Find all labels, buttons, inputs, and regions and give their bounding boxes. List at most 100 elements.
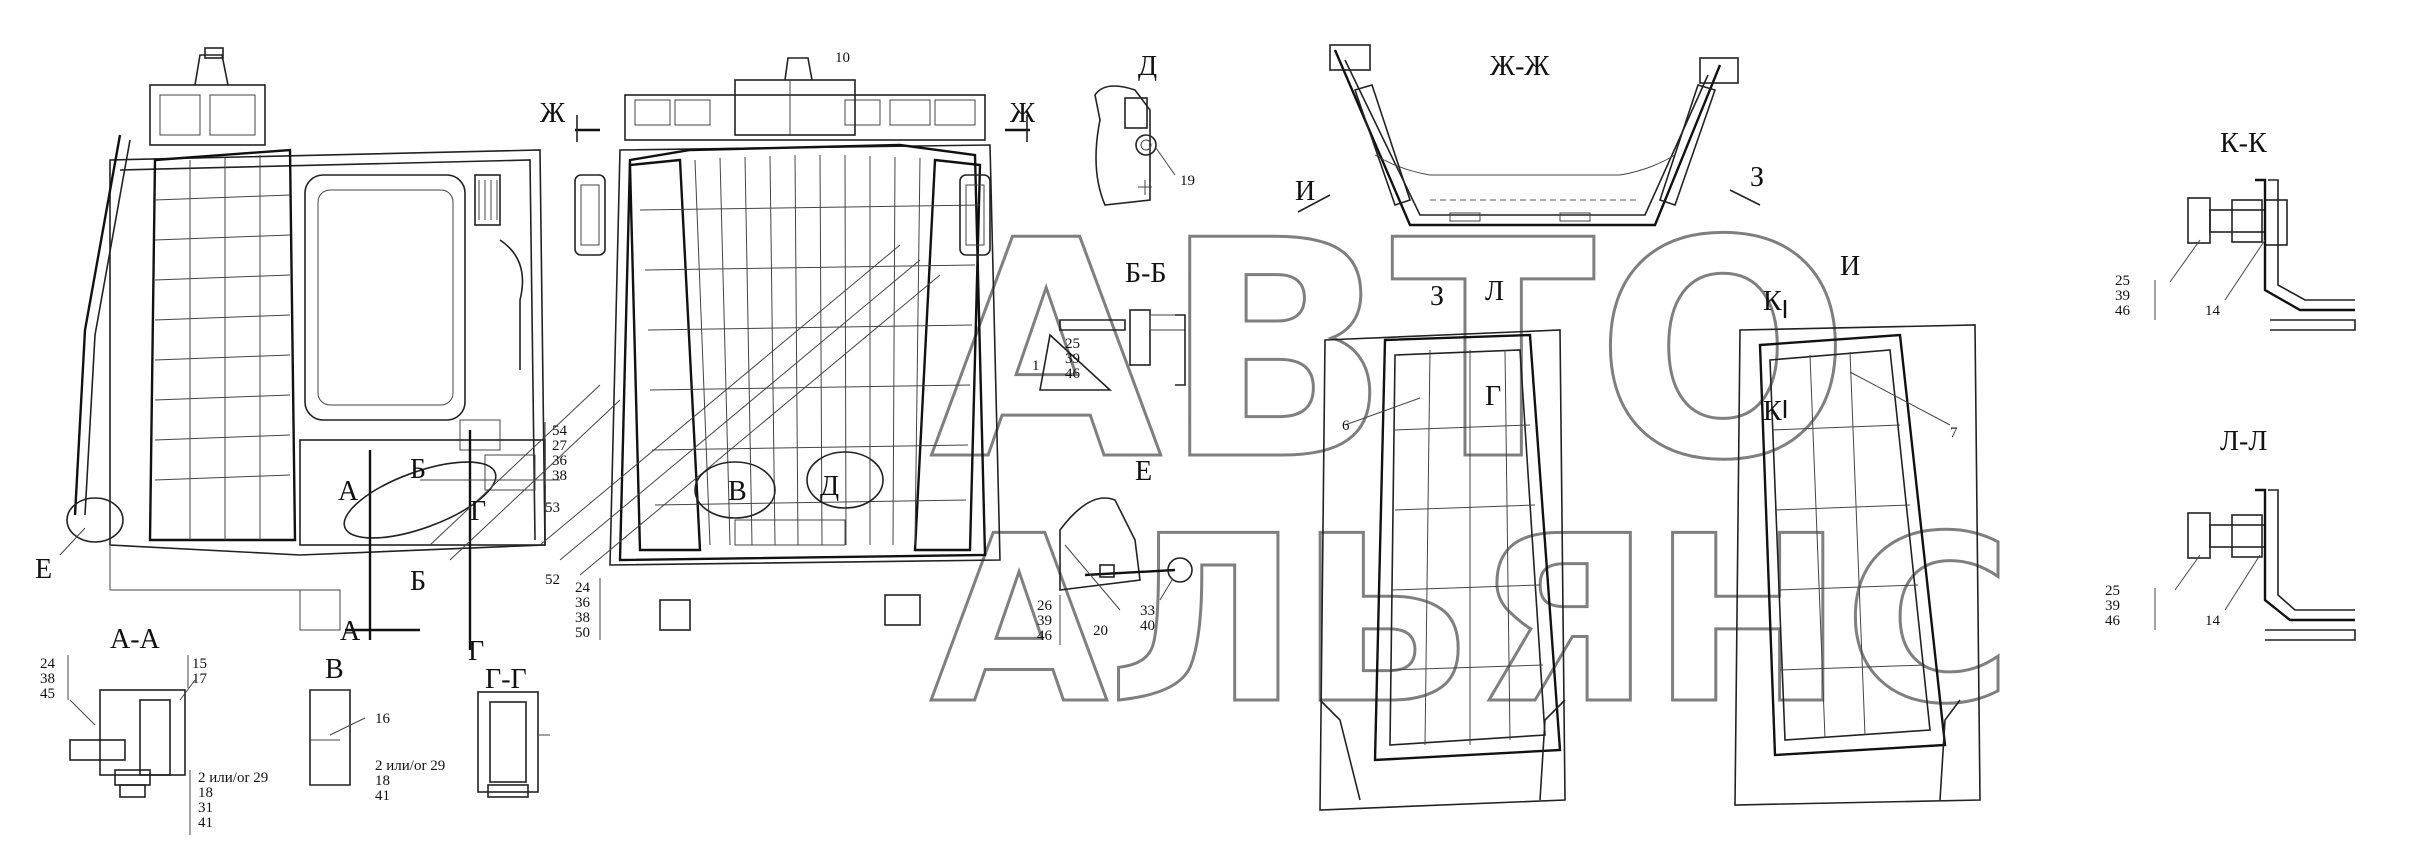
svg-text:38: 38: [575, 610, 590, 626]
svg-text:36: 36: [575, 595, 591, 611]
callout-numbers: 10 19 16 20 53 52 6 7 14 14 1 54 27 36 3…: [40, 50, 2221, 831]
svg-text:24: 24: [575, 580, 591, 596]
section-label-ll: Л-Л: [2220, 426, 2267, 457]
svg-text:54: 54: [552, 423, 568, 439]
section-label-b1: Б: [410, 454, 426, 485]
detail-bb: [1039, 309, 1186, 391]
view-label-i: И: [1840, 251, 1860, 282]
svg-text:38: 38: [40, 671, 55, 687]
callout-stack-ll: 25 39 46: [2105, 583, 2121, 629]
watermark-line1: АВТО: [930, 177, 1851, 526]
section-label-b2: Б: [410, 566, 426, 597]
detail-e: [1059, 497, 1193, 611]
svg-text:50: 50: [575, 625, 590, 641]
callout-stack-kk: 25 39 46: [2115, 273, 2131, 319]
mark-label-l: Л: [1485, 276, 1504, 307]
section-label-v-mark: В: [728, 476, 747, 507]
section-label-e-detail: Е: [1135, 456, 1152, 487]
callout-14-kk: 14: [2205, 303, 2221, 319]
section-labels: Ж Ж Д Ж-Ж Б-Б Е Е А-А В Г-Г К-К Л-Л И З …: [35, 51, 2267, 695]
callout-stack-aa-bottom: 2 или/or 29 18 31 41: [198, 770, 268, 831]
svg-text:17: 17: [192, 671, 208, 687]
svg-text:2 или/or 29: 2 или/or 29: [375, 758, 445, 774]
section-label-a1: А: [338, 476, 359, 507]
callout-16: 16: [375, 711, 391, 727]
section-label-a2: А: [340, 616, 361, 647]
section-ll: [2154, 488, 2356, 641]
callout-stack-3340: 33 40: [1140, 579, 1173, 634]
mark-label-k2: К: [1763, 396, 1782, 427]
callout-stack-54: 54 27 36 38: [544, 422, 568, 485]
callout-7: 7: [1950, 425, 1958, 441]
callout-stack-bb: 25 39 46: [1065, 336, 1081, 382]
arrow-label-i: И: [1295, 176, 1315, 207]
cab-side-view: [59, 47, 546, 631]
arrow-label-z: З: [1750, 162, 1764, 193]
svg-text:15: 15: [192, 656, 207, 672]
callout-52: 52: [545, 572, 560, 588]
mark-label-k1: К: [1763, 286, 1782, 317]
svg-text:39: 39: [2115, 288, 2130, 304]
section-markers-left: [345, 430, 560, 650]
callout-stack-aa-left: 24 38 45: [40, 655, 69, 702]
svg-text:46: 46: [1065, 366, 1081, 382]
svg-text:38: 38: [552, 468, 567, 484]
svg-text:41: 41: [375, 788, 390, 804]
svg-text:27: 27: [552, 438, 568, 454]
callout-1: 1: [1032, 358, 1040, 374]
section-label-kk: К-К: [2220, 128, 2267, 159]
svg-text:39: 39: [2105, 598, 2120, 614]
svg-text:31: 31: [198, 800, 213, 816]
svg-text:26: 26: [1037, 598, 1053, 614]
svg-text:33: 33: [1140, 603, 1155, 619]
section-label-zh-right: Ж: [1010, 98, 1036, 129]
section-aa: [69, 679, 196, 835]
mark-label-g-view: Г: [1485, 381, 1501, 412]
section-label-g1: Г: [470, 496, 486, 527]
section-label-v: В: [325, 654, 344, 685]
callout-19: 19: [1180, 173, 1195, 189]
callout-20: 20: [1093, 623, 1108, 639]
detail-v: [309, 689, 366, 786]
section-label-aa: А-А: [110, 624, 161, 655]
svg-text:2 или/or 29: 2 или/or 29: [198, 770, 268, 786]
svg-text:25: 25: [2115, 273, 2130, 289]
section-label-bb: Б-Б: [1125, 258, 1166, 289]
section-zh-zh: [1297, 44, 1761, 227]
callout-53: 53: [545, 500, 560, 516]
section-label-zh-zh: Ж-Ж: [1490, 51, 1550, 82]
section-label-e: Е: [35, 554, 52, 585]
svg-text:46: 46: [1037, 628, 1053, 644]
watermark: АВТО АЛЬЯНС: [929, 176, 2015, 757]
view-label-z: З: [1430, 281, 1444, 312]
callout-stack-gg: 2 или/or 29 18 41: [375, 758, 445, 804]
svg-text:25: 25: [2105, 583, 2120, 599]
section-label-g2: Г: [468, 636, 484, 667]
svg-text:24: 24: [40, 656, 56, 672]
callout-10: 10: [835, 50, 850, 66]
watermark-line2: АЛЬЯНС: [930, 488, 2013, 755]
svg-text:40: 40: [1140, 618, 1155, 634]
view-z: [1319, 329, 1566, 811]
svg-text:39: 39: [1037, 613, 1052, 629]
svg-text:18: 18: [198, 785, 213, 801]
svg-text:18: 18: [375, 773, 390, 789]
detail-d: [1094, 85, 1176, 206]
section-gg: [477, 691, 550, 798]
svg-text:36: 36: [552, 453, 568, 469]
svg-text:45: 45: [40, 686, 55, 702]
callout-14-ll: 14: [2205, 613, 2221, 629]
svg-text:25: 25: [1065, 336, 1080, 352]
svg-text:46: 46: [2115, 303, 2131, 319]
svg-text:41: 41: [198, 815, 213, 831]
callout-stack-24: 24 36 38 50: [575, 578, 601, 641]
callout-stack-aa-right: 15 17: [187, 655, 208, 688]
svg-text:39: 39: [1065, 351, 1080, 367]
callout-6: 6: [1342, 418, 1350, 434]
section-markers-zh: [575, 115, 1030, 142]
section-label-gg: Г-Г: [485, 664, 527, 695]
section-label-d: Д: [1138, 51, 1157, 82]
svg-text:46: 46: [2105, 613, 2121, 629]
section-kk: [2154, 178, 2356, 331]
